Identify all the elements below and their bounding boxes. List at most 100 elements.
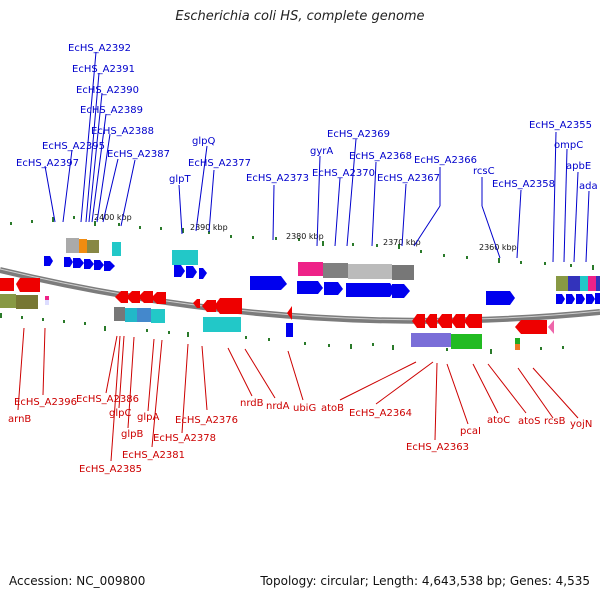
gene-arrow bbox=[84, 259, 94, 269]
gene-label-top: EcHS_A2373 bbox=[246, 173, 309, 184]
gene-label-top: EcHS_A2368 bbox=[349, 151, 412, 162]
gene-label-bottom: arnB bbox=[8, 414, 31, 425]
gene-label-bottom: pcaI bbox=[460, 426, 481, 437]
gene-label-top: EcHS_A2377 bbox=[188, 158, 251, 169]
gene-arrow bbox=[451, 314, 465, 328]
gene-label-top: EcHS_A2388 bbox=[91, 126, 154, 137]
gene-arrow bbox=[44, 256, 53, 266]
gene-label-bottom: EcHS_A2381 bbox=[122, 450, 185, 461]
gene-label-top: ada bbox=[579, 181, 598, 192]
gene-arrow bbox=[250, 276, 287, 290]
gene-label-top: ompC bbox=[554, 140, 583, 151]
forward-cog-blocks bbox=[66, 238, 600, 291]
gene-arrow bbox=[64, 257, 73, 267]
gene-label-top: EcHS_A2389 bbox=[80, 105, 143, 116]
gene-label-top: EcHS_A2387 bbox=[107, 149, 170, 160]
gene-arrow bbox=[202, 300, 216, 312]
gene-label-top: glpT bbox=[169, 174, 191, 185]
gene-arrow-pink bbox=[548, 320, 554, 334]
gene-label-top: EcHS_A2370 bbox=[312, 168, 375, 179]
gene-label-bottom: atoS bbox=[518, 416, 541, 427]
gene-label-top: EcHS_A2397 bbox=[16, 158, 79, 169]
gene-arrow bbox=[115, 291, 128, 303]
gene-label-bottom: glpC bbox=[109, 408, 131, 419]
genome-summary: Topology: circular; Length: 4,643,538 bp… bbox=[260, 574, 590, 588]
bottom-leader-lines bbox=[17, 327, 579, 462]
gene-arrow bbox=[186, 266, 197, 278]
gene-arrow bbox=[0, 278, 14, 291]
outer-tick-track bbox=[10, 216, 594, 270]
gene-label-top: rcsC bbox=[473, 166, 495, 177]
gene-label-bottom: yojN bbox=[570, 419, 592, 430]
reverse-strand-genes bbox=[0, 278, 547, 334]
gene-arrow bbox=[104, 261, 115, 271]
gene-arrow bbox=[214, 298, 242, 314]
scale-tick-label: 2360 kbp bbox=[479, 243, 517, 252]
gene-arrow bbox=[94, 260, 104, 270]
gene-label-bottom: glpB bbox=[121, 429, 143, 440]
scale-tick-label: 2380 kbp bbox=[286, 232, 324, 241]
gene-label-top: EcHS_A2395 bbox=[42, 141, 105, 152]
forward-strand-genes bbox=[44, 256, 600, 305]
gene-label-bottom: ubiG bbox=[293, 403, 316, 414]
gene-arrow bbox=[16, 278, 40, 292]
gene-arrow bbox=[324, 282, 343, 295]
genome-backbone bbox=[0, 267, 600, 324]
gene-label-bottom: EcHS_A2385 bbox=[79, 464, 142, 475]
gene-arrow bbox=[437, 314, 452, 328]
gene-label-bottom: EcHS_A2376 bbox=[175, 415, 238, 426]
gene-label-top: EcHS_A2355 bbox=[529, 120, 592, 131]
gene-arrow bbox=[297, 281, 323, 294]
gene-arrow bbox=[464, 314, 482, 328]
inner-tick-track bbox=[0, 313, 564, 354]
gene-label-bottom: nrdA bbox=[266, 401, 290, 412]
gene-label-top: EcHS_A2367 bbox=[377, 173, 440, 184]
gene-label-top: EcHS_A2358 bbox=[492, 179, 555, 190]
gene-label-top: EcHS_A2392 bbox=[68, 43, 131, 54]
gene-label-top: EcHS_A2369 bbox=[327, 129, 390, 140]
gene-arrow bbox=[126, 291, 140, 303]
gene-arrow bbox=[576, 294, 585, 304]
reverse-cog-blocks bbox=[0, 294, 520, 350]
gene-label-bottom: EcHS_A2364 bbox=[349, 408, 412, 419]
gene-label-bottom: atoB bbox=[321, 403, 344, 414]
gene-label-bottom: atoC bbox=[487, 415, 510, 426]
gene-arrow bbox=[174, 265, 185, 277]
gene-label-top: apbE bbox=[566, 161, 591, 172]
gene-arrow bbox=[287, 306, 292, 320]
gene-label-bottom: nrdB bbox=[240, 398, 264, 409]
gene-label-bottom: glpA bbox=[137, 412, 159, 423]
gene-arrow bbox=[486, 291, 515, 305]
gene-label-bottom: EcHS_A2378 bbox=[153, 433, 216, 444]
scale-tick-label: 2400 kbp bbox=[94, 213, 132, 222]
gene-arrow bbox=[425, 314, 437, 328]
accession-number: Accession: NC_009800 bbox=[9, 574, 146, 588]
gene-arrow bbox=[595, 293, 600, 304]
top-leader-lines bbox=[44, 51, 590, 263]
gene-label-top: EcHS_A2390 bbox=[76, 85, 139, 96]
gene-label-top: EcHS_A2366 bbox=[414, 155, 477, 166]
gene-label-top: glpQ bbox=[192, 136, 215, 147]
gene-arrow bbox=[193, 299, 200, 308]
gene-arrow bbox=[412, 314, 425, 328]
gene-label-bottom: EcHS_A2363 bbox=[406, 442, 469, 453]
gene-arrow bbox=[392, 284, 410, 298]
gene-arrow bbox=[199, 268, 207, 279]
scale-tick-label: 2390 kbp bbox=[190, 223, 228, 232]
gene-label-bottom: EcHS_A2396 bbox=[14, 397, 77, 408]
gene-arrow bbox=[566, 294, 575, 304]
gene-label-bottom: rcsB bbox=[544, 416, 566, 427]
gene-arrow bbox=[586, 294, 595, 304]
gene-label-top: gyrA bbox=[310, 146, 333, 157]
gene-arrow bbox=[151, 292, 166, 304]
gene-arrow bbox=[515, 320, 547, 334]
gene-label-top: EcHS_A2391 bbox=[72, 64, 135, 75]
gene-arrow bbox=[346, 283, 395, 297]
genome-title: Escherichia coli HS, complete genome bbox=[175, 9, 425, 24]
gene-arrow bbox=[138, 291, 153, 303]
gene-arrow bbox=[556, 294, 565, 304]
gene-label-bottom: EcHS_A2386 bbox=[76, 394, 139, 405]
genome-backbone-highlight bbox=[0, 268, 600, 321]
gene-arrow bbox=[73, 258, 84, 268]
